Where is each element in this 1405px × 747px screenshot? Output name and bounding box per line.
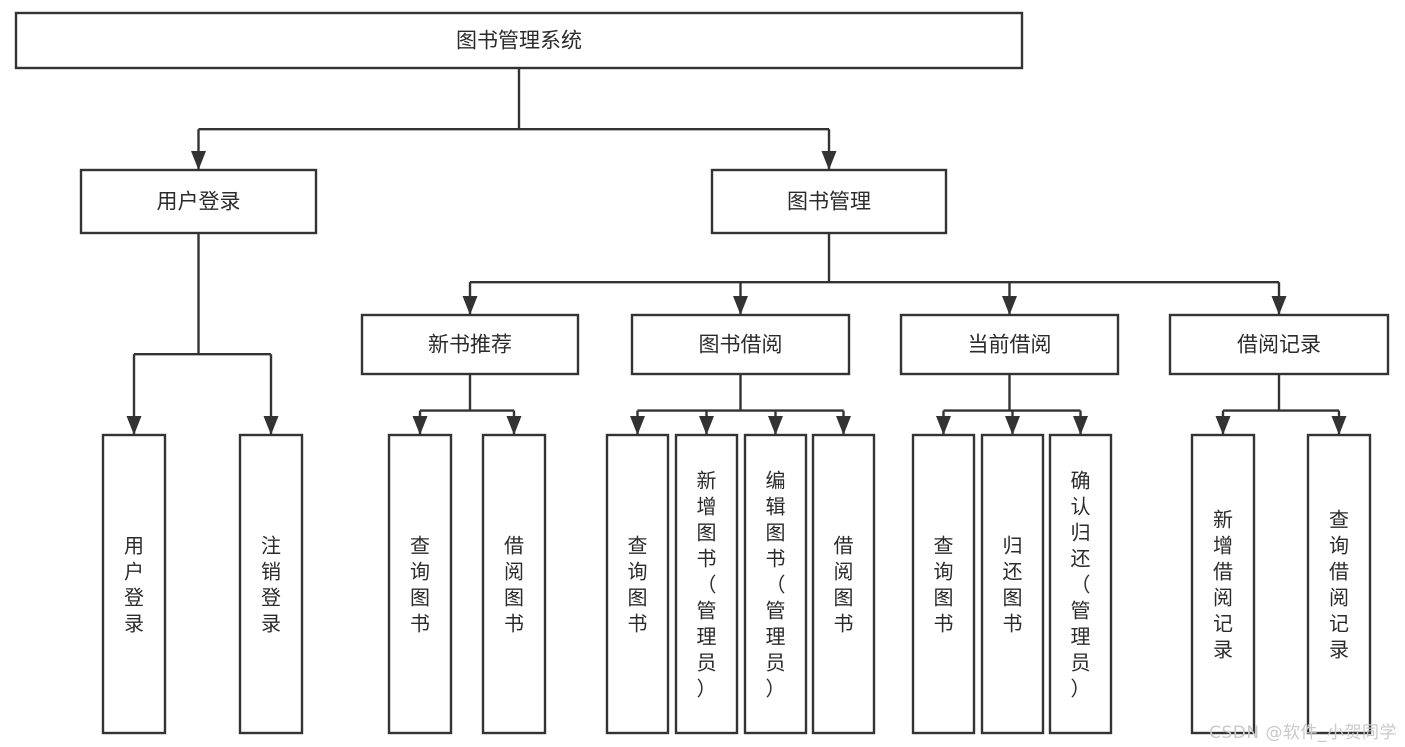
node-label: 当前借阅 [968, 333, 1052, 357]
node-box [14, 11, 1024, 70]
node-box [743, 433, 808, 735]
arrow-head-icon [1005, 416, 1020, 435]
arrow-head-icon [263, 416, 279, 435]
arrow-head-icon [836, 416, 851, 435]
node-recommend-borrow-book[interactable]: 借阅图书 [481, 433, 547, 735]
node-record-query[interactable]: 查询借阅记录 [1306, 433, 1372, 735]
node-box [1048, 433, 1113, 735]
arrow-head-icon [1331, 416, 1347, 435]
node-user-logout-leaf[interactable]: 注销登录 [238, 433, 304, 735]
node-box [387, 433, 453, 735]
node-recommend-query-book[interactable]: 查询图书 [387, 433, 453, 735]
node-borrow-borrow-book[interactable]: 借阅图书 [811, 433, 876, 735]
node-label: 图书借阅 [699, 333, 783, 357]
node-label: 确认归还（管理员） [1071, 468, 1091, 700]
node-box [481, 433, 547, 735]
node-user-login[interactable]: 用户登录 [79, 168, 318, 235]
arrow-head-icon [462, 296, 478, 315]
node-record-add[interactable]: 新增借阅记录 [1190, 433, 1256, 735]
arrow-head-icon [126, 416, 142, 435]
arrow-head-icon [936, 416, 951, 435]
node-box [238, 433, 304, 735]
arrow-head-icon [191, 151, 206, 170]
arrow-head-icon [821, 151, 837, 170]
node-label: 新增图书（管理员） [697, 468, 717, 700]
node-label: 用户登录 [124, 533, 144, 635]
node-label: 查询借阅记录 [1329, 507, 1349, 661]
node-label: 图书管理 [787, 190, 871, 214]
node-borrow-edit-book[interactable]: 编辑图书（管理员） [743, 433, 808, 735]
node-new-book-recommend[interactable]: 新书推荐 [360, 313, 580, 376]
node-borrow-record[interactable]: 借阅记录 [1168, 313, 1390, 376]
csdn-watermark: CSDN @软件_小贺同学 [1209, 723, 1397, 743]
node-label: 编辑图书（管理员） [766, 468, 786, 700]
node-box [1190, 433, 1256, 735]
node-root[interactable]: 图书管理系统 [14, 11, 1024, 70]
node-borrow-add-book[interactable]: 新增图书（管理员） [674, 433, 739, 735]
node-label: 注销登录 [261, 533, 281, 635]
arrow-head-icon [733, 296, 748, 315]
node-label: 新书推荐 [428, 333, 512, 357]
node-box [360, 313, 580, 376]
node-label: 查询图书 [628, 533, 648, 635]
arrow-head-icon [412, 416, 428, 435]
node-current-confirm-return[interactable]: 确认归还（管理员） [1048, 433, 1113, 735]
arrow-head-icon [699, 416, 714, 435]
node-current-borrow[interactable]: 当前借阅 [899, 313, 1120, 376]
node-layer: 图书管理系统用户登录用户登录注销登录图书管理新书推荐查询图书借阅图书图书借阅查询… [14, 11, 1390, 735]
node-label: 查询图书 [410, 533, 430, 635]
arrow-head-icon [506, 416, 522, 435]
node-box [899, 313, 1120, 376]
arrow-head-icon [1215, 416, 1231, 435]
node-box [1306, 433, 1372, 735]
node-box [710, 168, 948, 235]
node-label: 归还图书 [1003, 533, 1023, 635]
node-label: 借阅记录 [1237, 333, 1321, 357]
arrow-head-icon [630, 416, 645, 435]
node-book-manage[interactable]: 图书管理 [710, 168, 948, 235]
node-label: 新增借阅记录 [1213, 507, 1233, 661]
node-current-return-book[interactable]: 归还图书 [980, 433, 1045, 735]
node-box [980, 433, 1045, 735]
node-label: 用户登录 [157, 190, 241, 214]
arrow-head-icon [1073, 416, 1088, 435]
node-box [101, 433, 167, 735]
node-box [630, 313, 851, 376]
node-label: 借阅图书 [504, 533, 524, 635]
connector-layer [126, 68, 1347, 435]
node-user-login-leaf[interactable]: 用户登录 [101, 433, 167, 735]
node-box [79, 168, 318, 235]
node-borrow-query-book[interactable]: 查询图书 [605, 433, 670, 735]
node-current-query-book[interactable]: 查询图书 [911, 433, 976, 735]
node-book-borrow[interactable]: 图书借阅 [630, 313, 851, 376]
node-box [911, 433, 976, 735]
arrow-head-icon [1271, 296, 1287, 315]
node-box [674, 433, 739, 735]
node-box [605, 433, 670, 735]
arrow-head-icon [768, 416, 783, 435]
node-label: 借阅图书 [834, 533, 854, 635]
node-label: 查询图书 [934, 533, 954, 635]
node-box [811, 433, 876, 735]
arrow-head-icon [1002, 296, 1017, 315]
node-label: 图书管理系统 [456, 29, 582, 53]
node-box [1168, 313, 1390, 376]
